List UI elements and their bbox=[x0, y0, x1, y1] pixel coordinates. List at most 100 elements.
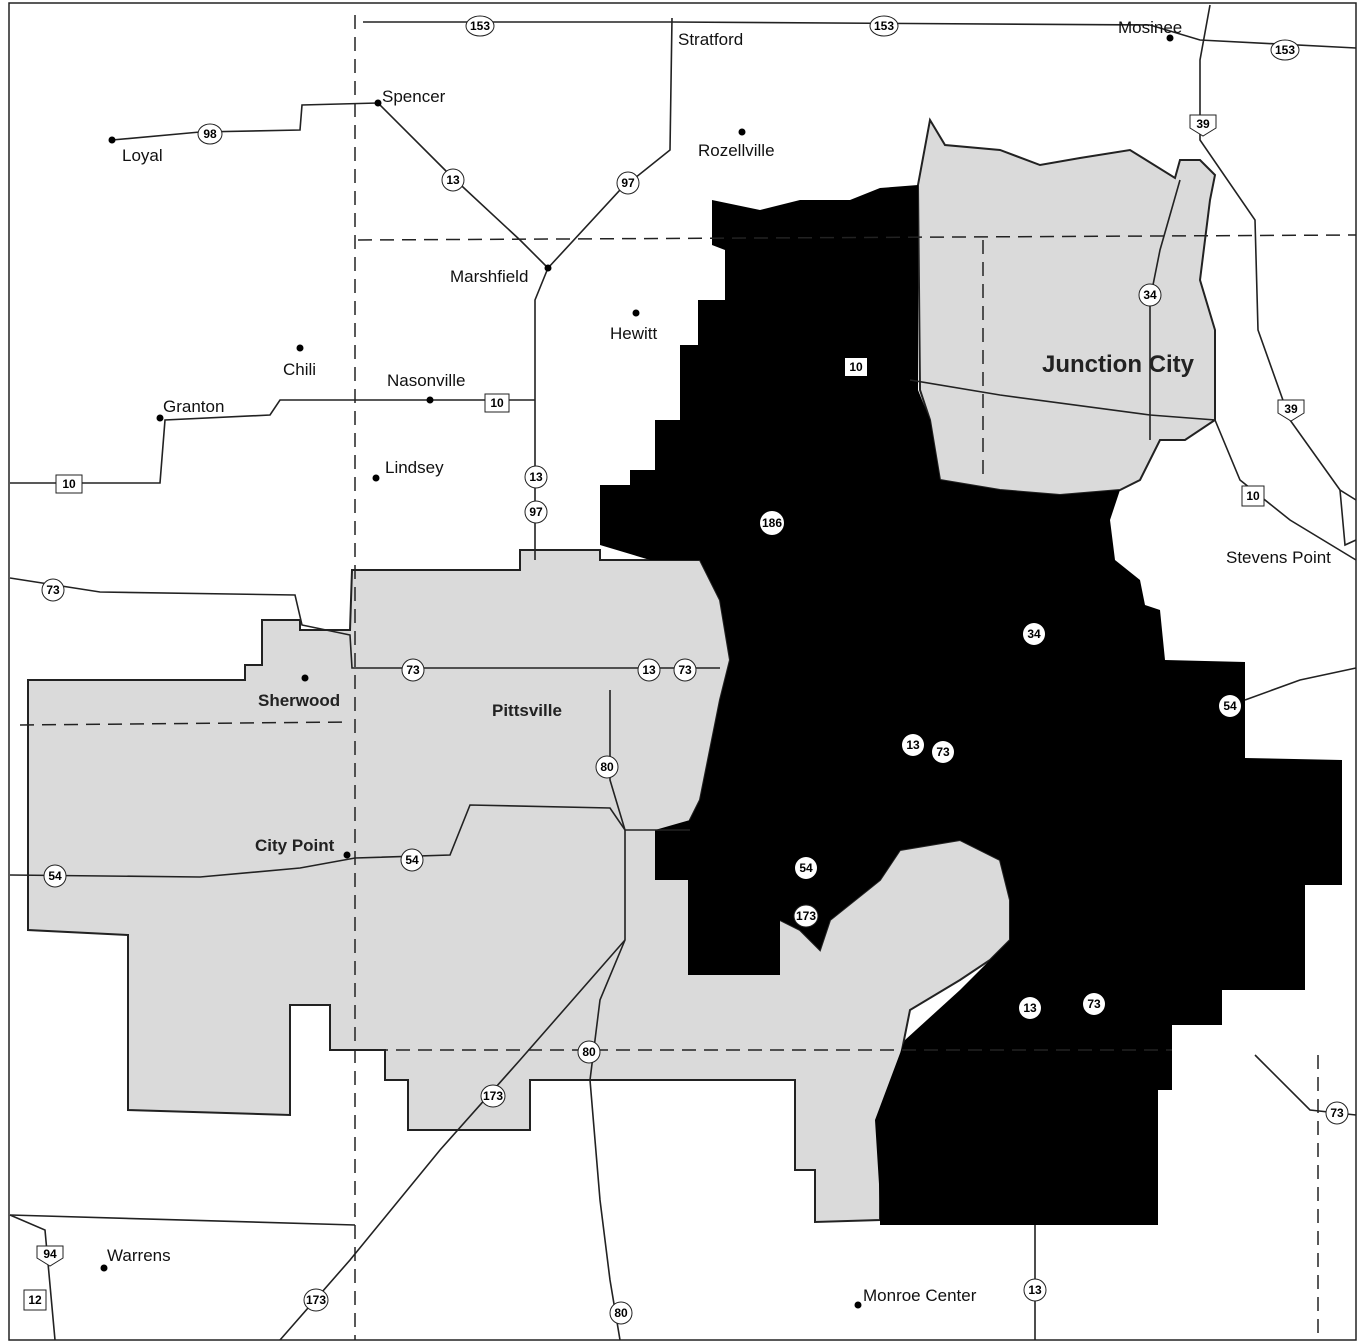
road-54-east bbox=[1244, 667, 1357, 701]
svg-text:80: 80 bbox=[582, 1045, 596, 1059]
shield-94: 94 bbox=[36, 1245, 64, 1267]
shield-10-c: 10 bbox=[1241, 485, 1265, 507]
svg-text:98: 98 bbox=[203, 127, 217, 141]
svg-text:173: 173 bbox=[483, 1089, 503, 1103]
shield-73-b: 73 bbox=[401, 658, 425, 682]
town-marshfield: Marshfield bbox=[450, 267, 528, 286]
marker-186: 186 bbox=[760, 511, 784, 535]
svg-text:54: 54 bbox=[48, 869, 62, 883]
marker-10: 10 bbox=[845, 358, 867, 376]
svg-text:12: 12 bbox=[28, 1293, 42, 1307]
town-lindsey: Lindsey bbox=[385, 458, 444, 477]
svg-text:13: 13 bbox=[906, 738, 920, 752]
shield-173-b: 173 bbox=[303, 1288, 329, 1312]
svg-text:13: 13 bbox=[1028, 1283, 1042, 1297]
shield-80-a: 80 bbox=[595, 755, 619, 779]
svg-text:34: 34 bbox=[1027, 627, 1041, 641]
road-98 bbox=[111, 102, 379, 141]
county-line bbox=[19, 721, 351, 726]
shield-80-b: 80 bbox=[577, 1040, 601, 1064]
svg-text:153: 153 bbox=[874, 19, 894, 33]
map-frame bbox=[8, 2, 1357, 1341]
road-stevens-point bbox=[1339, 489, 1357, 547]
svg-text:73: 73 bbox=[1330, 1106, 1344, 1120]
town-loyal: Loyal bbox=[122, 146, 163, 165]
shield-153-b: 153 bbox=[869, 15, 899, 37]
svg-text:13: 13 bbox=[446, 173, 460, 187]
shield-173-c: 173 bbox=[793, 904, 819, 928]
road-10-west bbox=[10, 399, 535, 484]
marker-13: 13 bbox=[902, 734, 924, 756]
shield-34-a: 34 bbox=[1138, 283, 1162, 307]
shield-39-a: 39 bbox=[1189, 114, 1217, 137]
shield-73-a: 73 bbox=[41, 578, 65, 602]
svg-text:10: 10 bbox=[490, 396, 504, 410]
town-granton: Granton bbox=[163, 397, 224, 416]
shield-73-d: 73 bbox=[1325, 1101, 1349, 1125]
marker-54: 54 bbox=[1219, 695, 1241, 717]
road-54 bbox=[9, 804, 690, 878]
svg-text:13: 13 bbox=[529, 470, 543, 484]
svg-text:54: 54 bbox=[799, 861, 813, 875]
svg-text:153: 153 bbox=[470, 19, 490, 33]
road-13-north bbox=[377, 102, 549, 560]
svg-text:73: 73 bbox=[406, 663, 420, 677]
svg-text:34: 34 bbox=[1143, 288, 1157, 302]
town-stratford: Stratford bbox=[678, 30, 743, 49]
shield-12: 12 bbox=[23, 1289, 47, 1311]
shield-54-b: 54 bbox=[43, 864, 67, 888]
marker-13-b: 13 bbox=[1019, 997, 1041, 1019]
svg-text:73: 73 bbox=[1087, 997, 1101, 1011]
svg-text:54: 54 bbox=[405, 853, 419, 867]
shield-13-b: 13 bbox=[524, 465, 548, 489]
town-spencer: Spencer bbox=[382, 87, 446, 106]
road-153 bbox=[363, 21, 1357, 49]
town-city-point: City Point bbox=[255, 836, 335, 855]
light-area-north bbox=[916, 117, 1217, 497]
svg-text:97: 97 bbox=[621, 176, 635, 190]
svg-text:73: 73 bbox=[46, 583, 60, 597]
svg-text:173: 173 bbox=[796, 909, 816, 923]
marker-34: 34 bbox=[1023, 623, 1045, 645]
road-80 bbox=[589, 690, 626, 1341]
road-94 bbox=[9, 1214, 56, 1341]
road-39 bbox=[1199, 4, 1357, 501]
county-line bbox=[357, 234, 1357, 241]
shield-97-a: 97 bbox=[616, 171, 640, 195]
shield-153-c: 153 bbox=[1270, 39, 1300, 61]
svg-text:173: 173 bbox=[306, 1293, 326, 1307]
shield-173-a: 173 bbox=[480, 1084, 506, 1108]
road-10-east bbox=[909, 379, 1357, 561]
svg-text:94: 94 bbox=[43, 1247, 57, 1261]
svg-text:80: 80 bbox=[600, 760, 614, 774]
town-nasonville: Nasonville bbox=[387, 371, 465, 390]
svg-text:186: 186 bbox=[762, 516, 782, 530]
svg-text:153: 153 bbox=[1275, 43, 1295, 57]
svg-text:13: 13 bbox=[1023, 1001, 1037, 1015]
dark-route-markers: 10 186 34 54 13 73 54 13 73 bbox=[760, 358, 1241, 1019]
shield-13-a: 13 bbox=[441, 168, 465, 192]
town-chili: Chili bbox=[283, 360, 316, 379]
town-pittsville: Pittsville bbox=[492, 701, 562, 720]
shield-39-b: 39 bbox=[1277, 399, 1305, 422]
town-rozellville: Rozellville bbox=[698, 141, 775, 160]
route-shields: 153 153 153 98 39 13 97 34 10 39 13 10 1… bbox=[23, 15, 1349, 1325]
dark-area bbox=[600, 185, 1342, 1225]
svg-text:73: 73 bbox=[936, 745, 950, 759]
shield-13-d: 13 bbox=[1023, 1278, 1047, 1302]
shield-73-c: 73 bbox=[673, 658, 697, 682]
road-73 bbox=[9, 577, 720, 669]
shield-10-b: 10 bbox=[55, 474, 83, 494]
road-173 bbox=[279, 939, 626, 1341]
shield-10-a: 10 bbox=[484, 393, 510, 413]
svg-text:13: 13 bbox=[642, 663, 656, 677]
road-97 bbox=[547, 17, 673, 269]
town-stevens-point: Stevens Point bbox=[1226, 548, 1331, 567]
svg-text:10: 10 bbox=[1246, 489, 1260, 503]
town-hewitt: Hewitt bbox=[610, 324, 658, 343]
town-junction-city: Junction City bbox=[1042, 351, 1195, 378]
svg-text:39: 39 bbox=[1284, 402, 1298, 416]
svg-text:73: 73 bbox=[678, 663, 692, 677]
